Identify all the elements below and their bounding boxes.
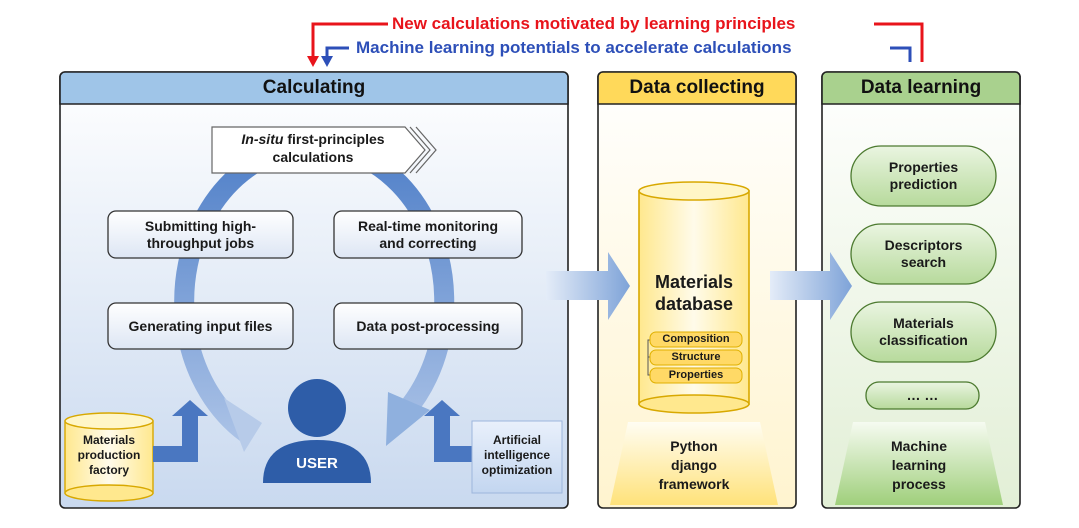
process-trapezoid — [835, 422, 1003, 505]
factory-line1: Materials — [82, 433, 136, 447]
panel-title-collecting: Data collecting — [629, 77, 765, 98]
db-tag-properties: Properties — [668, 369, 724, 381]
step-submit-line1: Submitting high- — [144, 217, 257, 234]
step-submit: Submitting high-throughput jobs — [108, 211, 293, 258]
pill-etc-box — [865, 381, 980, 410]
factory-arrow — [153, 400, 208, 462]
in-situ-line2: calculations — [272, 149, 354, 165]
step-input-line1: Generating input files — [128, 317, 273, 334]
database-label: Materials database — [639, 271, 749, 315]
step-monitor-line2: and correcting — [379, 234, 477, 251]
db-tag-structure: Structure — [671, 351, 721, 363]
feedback-blue-arrow — [321, 46, 912, 67]
step-box-input — [107, 302, 294, 350]
db-tag-properties-box — [649, 367, 743, 384]
factory-cylinder-icon — [64, 412, 154, 502]
ai-line2: intelligence — [483, 448, 551, 462]
step-input: Generating input files — [108, 303, 293, 349]
in-situ-banner — [211, 126, 437, 174]
ai-line3: optimization — [481, 463, 553, 477]
ai-label: Artificial intelligence optimization — [472, 433, 562, 478]
pill-properties-box — [850, 145, 997, 207]
step-postprocess: Data post-processing — [334, 303, 522, 349]
db-tag-composition: Composition — [662, 333, 730, 345]
pill-descriptors-line1: Descriptors — [884, 237, 963, 253]
step-submit-line2: throughput jobs — [146, 234, 255, 251]
ai-line1: Artificial — [492, 433, 541, 447]
factory-line3: factory — [88, 463, 129, 477]
user-icon — [263, 379, 371, 483]
database-line1: Materials — [654, 272, 734, 292]
pill-properties-line1: Properties — [888, 159, 959, 175]
framework-line3: framework — [658, 476, 730, 492]
in-situ-italic: In-situ — [241, 131, 284, 147]
db-tag-composition-box — [649, 331, 743, 348]
step-monitor-line1: Real-time monitoring — [357, 217, 498, 234]
feedback-red-label: New calculations motivated by learning p… — [392, 14, 796, 33]
db-tag-structure-box — [649, 349, 743, 366]
feedback-red-arrow — [307, 22, 924, 67]
factory-label: Materials production factory — [65, 433, 153, 478]
flow-arrow-collect-to-learn — [770, 252, 852, 320]
ai-arrow — [424, 400, 472, 462]
panel-title-calculating: Calculating — [262, 77, 366, 98]
database-line2: database — [654, 294, 734, 314]
in-situ-rest: first-principles — [287, 131, 385, 147]
factory-line2: production — [77, 448, 141, 462]
step-postprocess-line1: Data post-processing — [356, 317, 500, 334]
panel-calculating — [59, 71, 569, 509]
user-label: USER — [296, 455, 338, 472]
framework-label: Python django framework — [610, 437, 778, 494]
framework-line1: Python — [670, 438, 718, 454]
step-box-submit — [107, 210, 294, 259]
step-box-monitor — [333, 210, 523, 259]
feedback-blue-label: Machine learning potentials to accelerat… — [356, 38, 792, 57]
framework-line2: django — [671, 457, 717, 473]
ai-box — [471, 420, 563, 494]
pill-descriptors-line2: search — [900, 254, 947, 270]
framework-trapezoid — [610, 422, 778, 505]
step-box-postprocess — [333, 302, 523, 350]
pill-classification-box — [850, 301, 997, 363]
process-line3: process — [892, 476, 946, 492]
pill-properties-line2: prediction — [889, 176, 958, 192]
process-label: Machine learning process — [835, 437, 1003, 494]
flow-arrow-calc-to-collect — [546, 252, 630, 320]
pill-etc: … … — [866, 382, 979, 409]
panel-title-learning: Data learning — [860, 77, 982, 98]
pill-etc-line1: … … — [906, 387, 939, 403]
pill-classification-line1: Materials — [893, 315, 954, 331]
process-line2: learning — [891, 457, 947, 473]
pill-descriptors-box — [850, 223, 997, 285]
pill-classification-line2: classification — [879, 332, 968, 348]
in-situ-label: In-situ first-principles calculations — [218, 130, 408, 166]
process-line1: Machine — [890, 438, 947, 454]
